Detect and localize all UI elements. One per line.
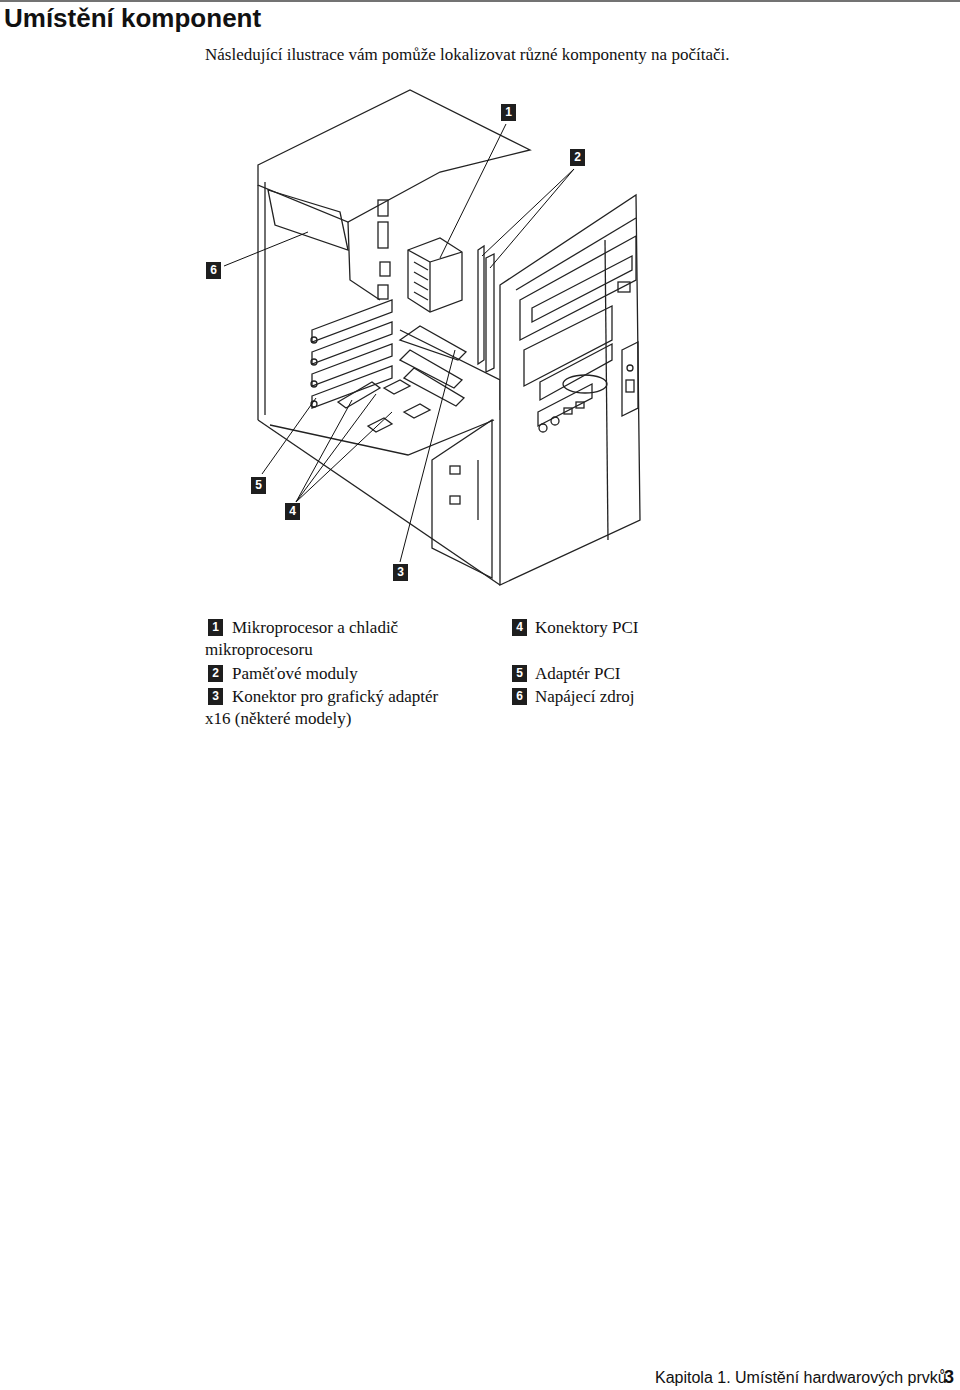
- intro-text: Následující ilustrace vám pomůže lokaliz…: [205, 44, 905, 66]
- callout-number: 1: [501, 104, 516, 121]
- legend-text: Napájecí zdroj: [535, 686, 735, 708]
- legend-text: Adaptér PCI: [535, 663, 735, 685]
- legend-text: Konektor pro grafický adaptér x16 (někte…: [205, 686, 467, 730]
- legend-text: Mikroprocesor a chladič mikroprocesoru: [205, 617, 467, 661]
- callout-number: 2: [570, 149, 585, 166]
- legend-number: 1: [208, 619, 223, 636]
- callout-number: 3: [393, 564, 408, 581]
- page-title: Umístění komponent: [4, 3, 261, 33]
- legend-text: Paměťové moduly: [232, 663, 472, 685]
- legend-number: 4: [512, 619, 527, 636]
- page-number: 3: [944, 1366, 954, 1388]
- legend-text: Konektory PCI: [535, 617, 735, 639]
- footer-text: Kapitola 1. Umístění hardwarových prvků: [655, 1368, 947, 1388]
- leader-lines: [224, 124, 574, 562]
- legend-number: 3: [208, 688, 223, 705]
- top-rule: [0, 0, 960, 2]
- callout-number: 6: [206, 262, 221, 279]
- legend-number: 6: [512, 688, 527, 705]
- case-drawing: [258, 90, 640, 585]
- legend-number: 5: [512, 665, 527, 682]
- callout-number: 4: [285, 503, 300, 520]
- callout-number: 5: [251, 477, 266, 494]
- legend-number: 2: [208, 665, 223, 682]
